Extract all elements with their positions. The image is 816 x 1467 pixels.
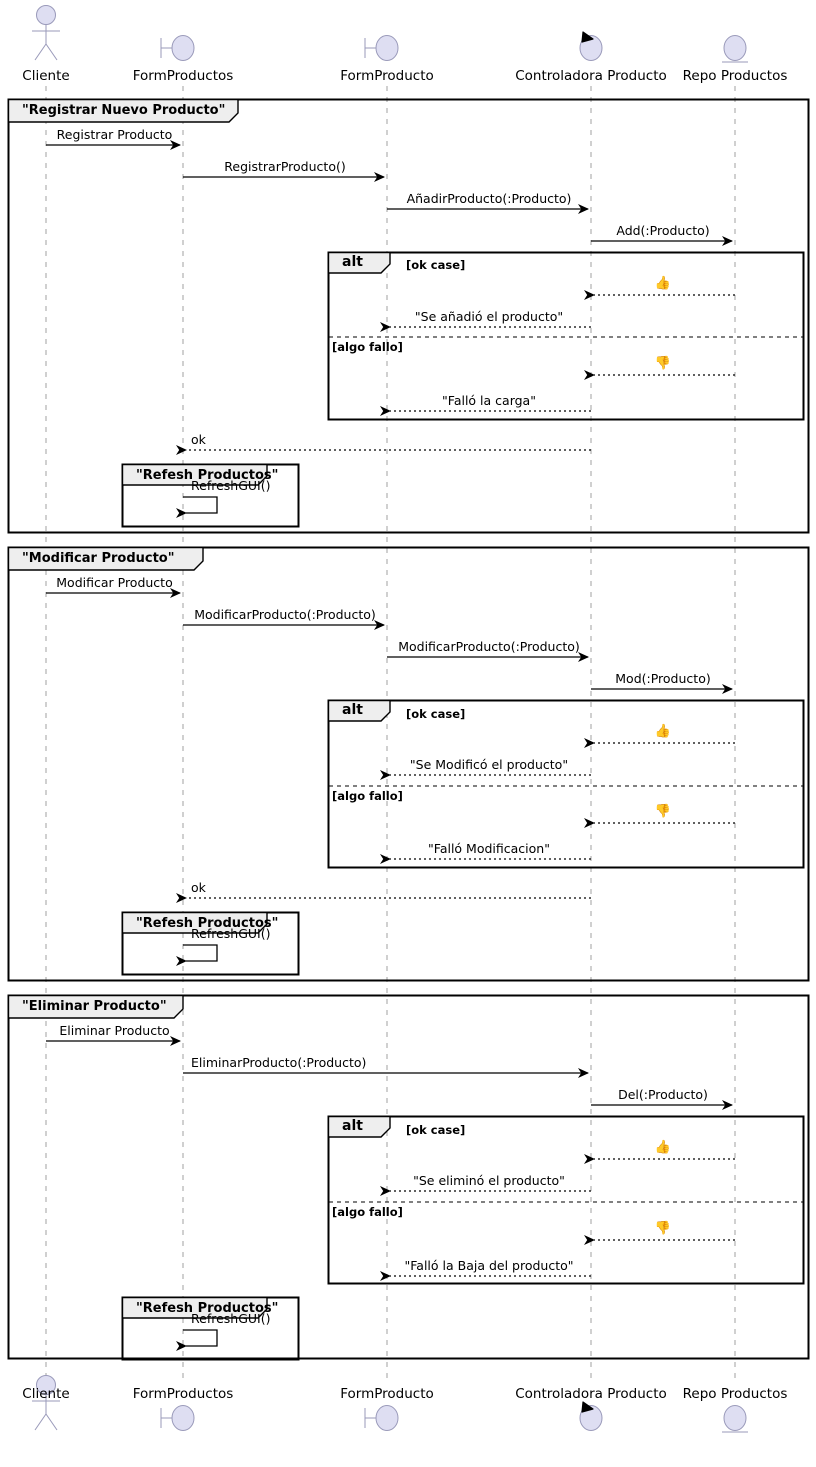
participant-icons-layer <box>32 5 748 1433</box>
message-label-m3: AñadirProducto(:Producto) <box>406 191 572 206</box>
fragment-title-refesh-eliminar: "Refesh Productos" <box>136 1301 279 1316</box>
entity-icon <box>722 1405 748 1433</box>
message-label-m6: "Se añadió el producto" <box>414 309 564 324</box>
message-label-m13: ModificarProducto(:Producto) <box>398 639 580 654</box>
message-label-m23: Del(:Producto) <box>618 1087 708 1102</box>
entity-icon <box>722 35 748 63</box>
boundary-icon <box>364 35 399 61</box>
control-icon <box>579 1401 603 1431</box>
messages-layer <box>46 140 735 1351</box>
fragment-modificar <box>7 546 810 982</box>
fragment-title-registrar: "Registrar Nuevo Producto" <box>22 103 226 118</box>
participant-label-FormProducto-foot: FormProducto <box>340 1386 434 1402</box>
fragment-guard-alt-eliminar-0: [ok case] <box>406 1123 466 1137</box>
participant-label-FormProducto-head: FormProducto <box>340 68 434 84</box>
fragment-guard-alt-registrar-1: [algo fallo] <box>332 340 403 354</box>
message-label-m4: Add(:Producto) <box>616 223 710 238</box>
fragment-title-refesh-modificar: "Refesh Productos" <box>136 916 279 931</box>
fragment-refesh-eliminar <box>121 1296 300 1361</box>
message-label-m14: Mod(:Producto) <box>615 671 711 686</box>
participant-label-ControladoraProducto-foot: Controladora Producto <box>515 1386 667 1402</box>
message-label-m17: 👎 <box>654 804 672 819</box>
fragment-guard-alt-modificar-1: [algo fallo] <box>332 789 403 803</box>
message-label-m1: Registrar Producto <box>56 127 173 142</box>
fragment-guard-alt-eliminar-1: [algo fallo] <box>332 1205 403 1219</box>
message-label-m9: ok <box>191 432 206 447</box>
message-label-m21: Eliminar Producto <box>59 1023 170 1038</box>
lifelines-layer <box>45 86 736 1378</box>
fragment-alt-modificar <box>327 699 805 869</box>
participant-label-Cliente-foot: Cliente <box>22 1386 70 1402</box>
message-label-m28: RefreshGUI() <box>191 1311 271 1326</box>
message-label-m19: ok <box>191 880 206 895</box>
message-label-m5: 👍 <box>654 276 672 291</box>
fragment-eliminar <box>7 994 810 1360</box>
fragment-title-refesh-registrar: "Refesh Productos" <box>136 468 279 483</box>
message-label-m26: 👎 <box>654 1221 672 1236</box>
message-m28 <box>176 1329 218 1351</box>
fragment-title-eliminar: "Eliminar Producto" <box>22 999 167 1014</box>
participant-label-FormProductos-foot: FormProductos <box>132 1386 234 1402</box>
participant-label-RepoProductos-foot: Repo Productos <box>682 1386 788 1402</box>
fragment-operator-alt-modificar: alt <box>342 702 363 718</box>
message-label-m15: 👍 <box>654 724 672 739</box>
message-m20 <box>176 944 218 966</box>
fragments-layer <box>7 98 810 1361</box>
fragment-registrar <box>7 98 810 534</box>
boundary-icon <box>160 35 195 61</box>
participant-label-RepoProductos-head: Repo Productos <box>682 68 788 84</box>
message-label-m10: RefreshGUI() <box>191 478 271 493</box>
message-label-m27: "Falló la Baja del producto" <box>404 1258 574 1273</box>
message-label-m18: "Falló Modificacion" <box>428 841 550 856</box>
message-label-m16: "Se Modificó el producto" <box>409 757 569 772</box>
fragment-alt-eliminar <box>327 1115 805 1285</box>
message-label-m11: Modificar Producto <box>56 575 173 590</box>
message-label-m20: RefreshGUI() <box>191 926 271 941</box>
actor-stick-figure-icon <box>32 1375 60 1431</box>
message-label-m7: 👎 <box>654 356 672 371</box>
fragment-refesh-registrar <box>121 463 300 528</box>
message-label-m8: "Falló la carga" <box>442 393 536 408</box>
actor-stick-figure-icon <box>32 5 60 61</box>
message-m10 <box>176 496 218 518</box>
boundary-icon <box>160 1405 195 1431</box>
participant-label-FormProductos-head: FormProductos <box>132 68 234 84</box>
message-label-m12: ModificarProducto(:Producto) <box>194 607 376 622</box>
fragment-operator-alt-eliminar: alt <box>342 1118 363 1134</box>
participant-label-Cliente-head: Cliente <box>22 68 70 84</box>
control-icon <box>579 31 603 61</box>
boundary-icon <box>364 1405 399 1431</box>
fragment-guard-alt-modificar-0: [ok case] <box>406 707 466 721</box>
fragment-alt-registrar <box>327 251 805 421</box>
fragment-guard-alt-registrar-0: [ok case] <box>406 258 466 272</box>
fragment-refesh-modificar <box>121 911 300 976</box>
participant-label-ControladoraProducto-head: Controladora Producto <box>515 68 667 84</box>
message-label-m2: RegistrarProducto() <box>224 159 346 174</box>
message-label-m25: "Se eliminó el producto" <box>413 1173 565 1188</box>
message-label-m24: 👍 <box>654 1140 672 1155</box>
fragment-operator-alt-registrar: alt <box>342 254 363 270</box>
fragment-title-modificar: "Modificar Producto" <box>22 551 175 566</box>
message-label-m22: EliminarProducto(:Producto) <box>191 1055 367 1070</box>
